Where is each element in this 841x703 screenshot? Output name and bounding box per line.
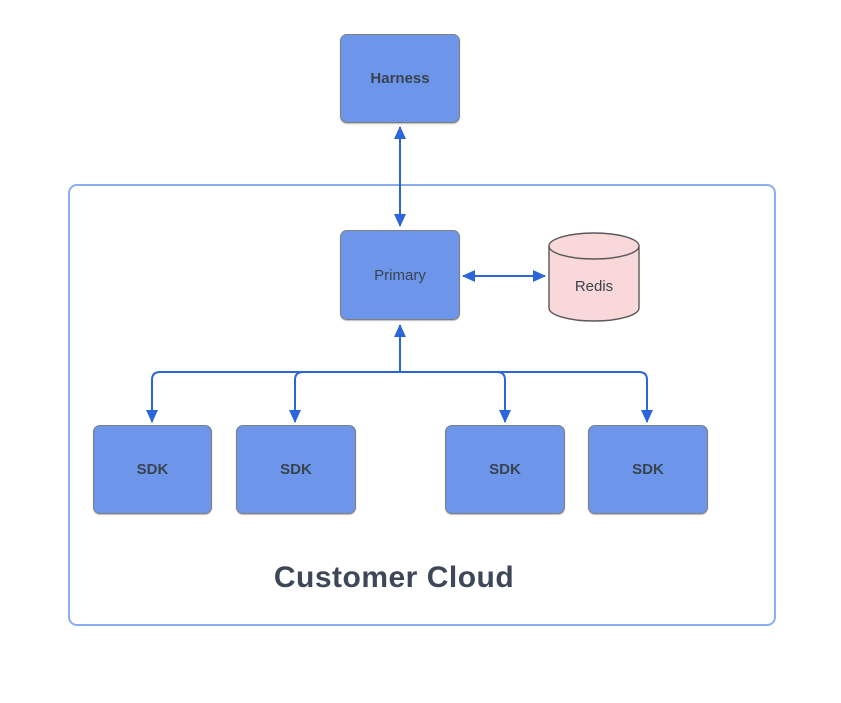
node-sdk-2: SDK bbox=[236, 425, 356, 514]
edge-trunk-to-sdk1 bbox=[146, 371, 400, 423]
node-harness-label: Harness bbox=[370, 70, 430, 87]
customer-cloud-label: Customer Cloud bbox=[273, 561, 515, 594]
redis-cylinder-shape bbox=[548, 232, 640, 322]
node-sdk-1: SDK bbox=[93, 425, 212, 514]
node-redis-cylinder: Redis bbox=[548, 231, 640, 323]
node-sdk-4: SDK bbox=[588, 425, 708, 514]
edge-trunk-to-sdk3 bbox=[400, 371, 511, 423]
node-primary: Primary bbox=[340, 230, 460, 320]
node-sdk-4-label: SDK bbox=[632, 461, 664, 478]
node-sdk-3: SDK bbox=[445, 425, 565, 514]
edge-trunk-to-sdk4 bbox=[400, 371, 653, 423]
node-sdk-2-label: SDK bbox=[280, 461, 312, 478]
node-sdk-1-label: SDK bbox=[136, 461, 169, 478]
customer-cloud-container bbox=[68, 184, 776, 626]
node-harness: Harness bbox=[340, 34, 460, 123]
node-primary-label: Primary bbox=[374, 266, 426, 284]
node-redis-label: Redis bbox=[574, 277, 614, 295]
node-sdk-3-label: SDK bbox=[489, 461, 521, 478]
edge-trunk-to-sdk2 bbox=[289, 371, 400, 423]
